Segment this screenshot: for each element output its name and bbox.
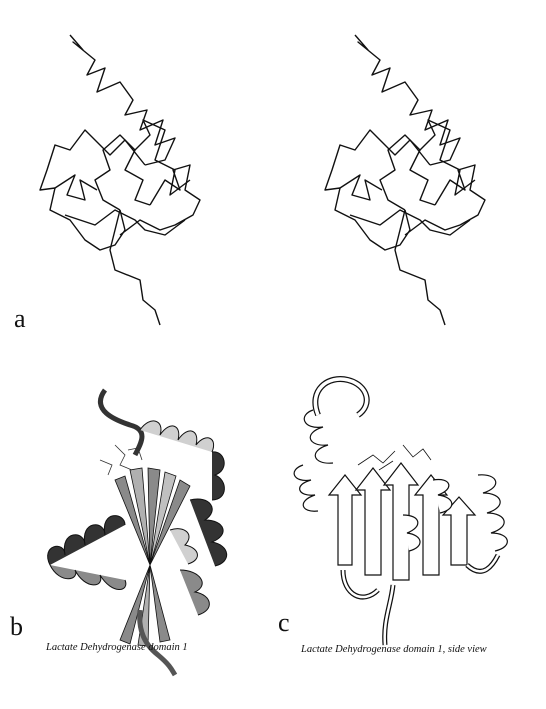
panel-label-c: c <box>278 608 290 637</box>
panel-label-a: a <box>14 304 26 333</box>
panel-b-ribbon: b Lactate Dehydrogenase domain 1 <box>0 360 273 709</box>
stereo-trace-left <box>39 34 201 326</box>
caption-b: Lactate Dehydrogenase domain 1 <box>46 642 188 653</box>
ribbon-diagram-c <box>293 376 508 646</box>
panel-c-side-view: c Lactate Dehydrogenase domain 1, side v… <box>273 360 546 709</box>
panel-label-b: b <box>10 612 23 641</box>
stereo-trace-right <box>324 34 486 326</box>
panel-a-stereo-trace: a <box>0 0 546 340</box>
ribbon-diagram-b <box>47 388 228 677</box>
caption-c: Lactate Dehydrogenase domain 1, side vie… <box>301 644 487 655</box>
